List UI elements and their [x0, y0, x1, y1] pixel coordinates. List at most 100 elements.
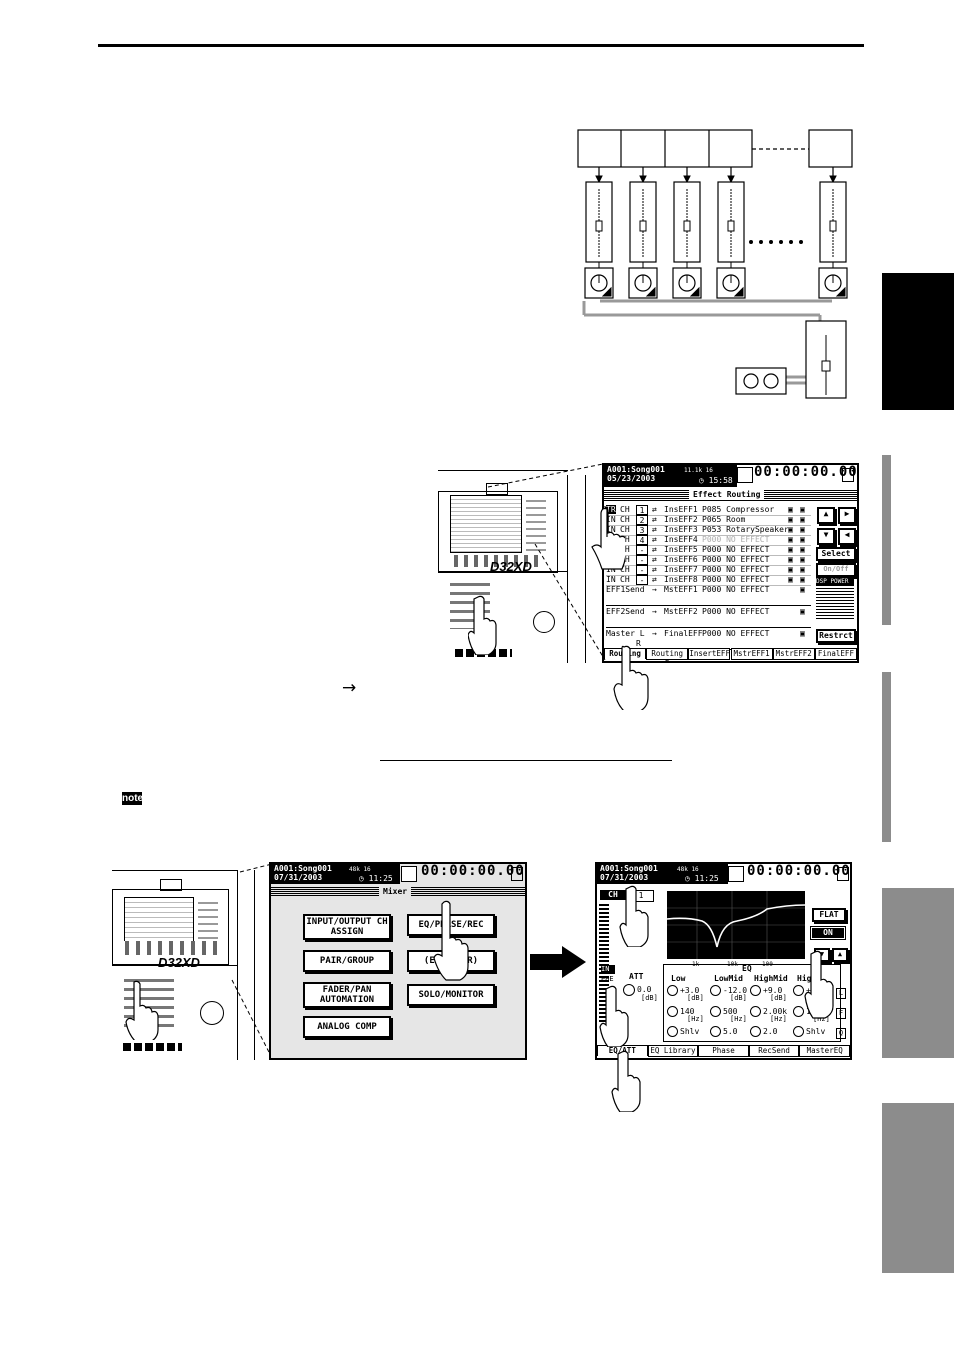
- timecode-mode-icon[interactable]: [837, 867, 849, 881]
- eq-on-indicator[interactable]: ON: [810, 926, 846, 940]
- routing-source[interactable]: IN: [606, 525, 616, 534]
- index-tab-1[interactable]: [882, 273, 954, 410]
- device-panel-bottom: D32XD: [112, 870, 237, 1061]
- locate-icon[interactable]: [401, 866, 417, 882]
- routing-ch-number[interactable]: 2: [636, 515, 648, 525]
- down-button[interactable]: ▼: [817, 528, 835, 545]
- mixer-button-fader-pan-automation[interactable]: FADER/PAN AUTOMATION: [303, 982, 391, 1008]
- bypass-icon[interactable]: ▣: [788, 555, 793, 564]
- knob-icon[interactable]: [667, 985, 678, 996]
- edit-icon[interactable]: ▣: [800, 629, 805, 638]
- index-tab-4[interactable]: [882, 888, 954, 1058]
- on-off-button[interactable]: On/Off: [816, 563, 856, 577]
- tab-recsend[interactable]: RecSend: [748, 1045, 800, 1057]
- timecode-mode-icon[interactable]: [511, 867, 523, 881]
- index-tab-5[interactable]: [882, 1103, 954, 1273]
- index-tab-3[interactable]: [882, 672, 891, 842]
- tab-mstreff2[interactable]: MstrEFF2: [772, 648, 815, 660]
- bypass-icon[interactable]: ▣: [788, 505, 793, 514]
- mixer-button-solo-monitor[interactable]: SOLO/MONITOR: [407, 984, 495, 1006]
- knob-icon[interactable]: [710, 1026, 721, 1037]
- routing-effect[interactable]: P000 NO EFFECT: [702, 565, 770, 574]
- bypass-icon[interactable]: ▣: [788, 525, 793, 534]
- routing-ch-number[interactable]: -: [636, 575, 648, 585]
- index-tab-2[interactable]: [882, 455, 891, 625]
- routing-ch-number[interactable]: -: [636, 555, 648, 565]
- eq-next-button[interactable]: ▲: [832, 948, 848, 962]
- flat-button[interactable]: FLAT: [812, 908, 846, 922]
- tab-phase[interactable]: Phase: [698, 1045, 749, 1057]
- timecode-mode-icon[interactable]: [842, 468, 854, 482]
- edit-icon[interactable]: ▣: [800, 535, 805, 544]
- up-button[interactable]: ▲: [817, 507, 835, 524]
- edit-icon[interactable]: ▣: [800, 505, 805, 514]
- knob-icon[interactable]: [793, 985, 804, 996]
- routing-ch-number[interactable]: 4: [636, 535, 648, 545]
- routing-ch-number[interactable]: 1: [636, 505, 648, 515]
- routing-effect[interactable]: P000 NO EFFECT: [702, 555, 770, 564]
- bypass-icon[interactable]: ▣: [788, 535, 793, 544]
- edit-icon[interactable]: ▣: [800, 565, 805, 574]
- knob-icon[interactable]: [710, 1006, 721, 1017]
- mixer-button-input-output-ch-assign[interactable]: INPUT/OUTPUT CH ASSIGN: [303, 914, 391, 940]
- mixer-button-pair-group[interactable]: PAIR/GROUP: [303, 950, 391, 972]
- edit-icon[interactable]: ▣: [800, 575, 805, 584]
- select-button[interactable]: Select: [816, 547, 856, 561]
- routing-source[interactable]: IN: [606, 575, 616, 584]
- tab-mastereq[interactable]: MasterEQ: [799, 1045, 850, 1057]
- knob-icon[interactable]: [750, 1006, 761, 1017]
- tab-inserteff[interactable]: InsertEFF: [688, 648, 731, 660]
- knob-icon[interactable]: [623, 984, 635, 996]
- tab-eq-library[interactable]: EQ Library: [647, 1045, 699, 1057]
- edit-icon[interactable]: ▣: [800, 607, 805, 616]
- bypass-icon[interactable]: ▣: [788, 515, 793, 524]
- knob-icon[interactable]: [667, 1026, 678, 1037]
- locate-icon[interactable]: [737, 467, 753, 483]
- routing-effect[interactable]: P065 Room: [702, 515, 746, 524]
- mixer-button-eq-phase-rec[interactable]: EQ/PHASE/REC: [407, 914, 495, 936]
- bypass-icon[interactable]: ▣: [788, 545, 793, 554]
- restrict-button[interactable]: Restrct: [816, 629, 856, 643]
- knob-icon[interactable]: [793, 1006, 804, 1017]
- edit-icon[interactable]: ▣: [800, 545, 805, 554]
- edit-icon[interactable]: ▣: [800, 585, 805, 594]
- routing-effect[interactable]: P000 NO EFFECT: [702, 535, 770, 544]
- right-button[interactable]: ▶: [838, 507, 856, 524]
- routing-effect[interactable]: P000 NO EFFECT: [702, 545, 770, 554]
- knob-icon[interactable]: [750, 1026, 761, 1037]
- routing-source[interactable]: TR: [606, 505, 616, 514]
- knob-icon[interactable]: [750, 985, 761, 996]
- bypass-icon[interactable]: ▣: [788, 565, 793, 574]
- routing-effect[interactable]: P000 NO EFFECT: [702, 575, 770, 584]
- knob-icon[interactable]: [667, 1006, 678, 1017]
- knob-icon[interactable]: [710, 985, 721, 996]
- routing-ch-number[interactable]: -: [636, 545, 648, 555]
- bypass-icon[interactable]: ▣: [788, 575, 793, 584]
- edit-icon[interactable]: ▣: [800, 555, 805, 564]
- edit-icon[interactable]: ▣: [800, 515, 805, 524]
- locate-icon[interactable]: [728, 866, 744, 882]
- mixer-button-analog-comp[interactable]: ANALOG COMP: [303, 1016, 391, 1038]
- send-effect[interactable]: P000 NO EFFECT: [702, 629, 770, 638]
- routing-ch-number[interactable]: 3: [636, 525, 648, 535]
- left-button[interactable]: ◀: [838, 528, 856, 545]
- routing-source[interactable]: IN: [606, 515, 616, 524]
- arrow-icon: →: [652, 585, 657, 594]
- routing-effect[interactable]: P085 Compressor: [702, 505, 775, 514]
- tab-finaleff[interactable]: FinalEFF: [814, 648, 857, 660]
- routing-ch-number[interactable]: -: [636, 565, 648, 575]
- tab-mstreff1[interactable]: MstrEFF1: [730, 648, 773, 660]
- send-effect[interactable]: P000 NO EFFECT: [702, 585, 770, 594]
- edit-icon[interactable]: ▣: [800, 525, 805, 534]
- tab-routing-b[interactable]: Routing B: [646, 648, 689, 661]
- knob-icon[interactable]: [793, 1026, 804, 1037]
- send-effect[interactable]: P000 NO EFFECT: [702, 607, 770, 616]
- routing-effect[interactable]: P053 RotarySpeaker: [702, 525, 789, 534]
